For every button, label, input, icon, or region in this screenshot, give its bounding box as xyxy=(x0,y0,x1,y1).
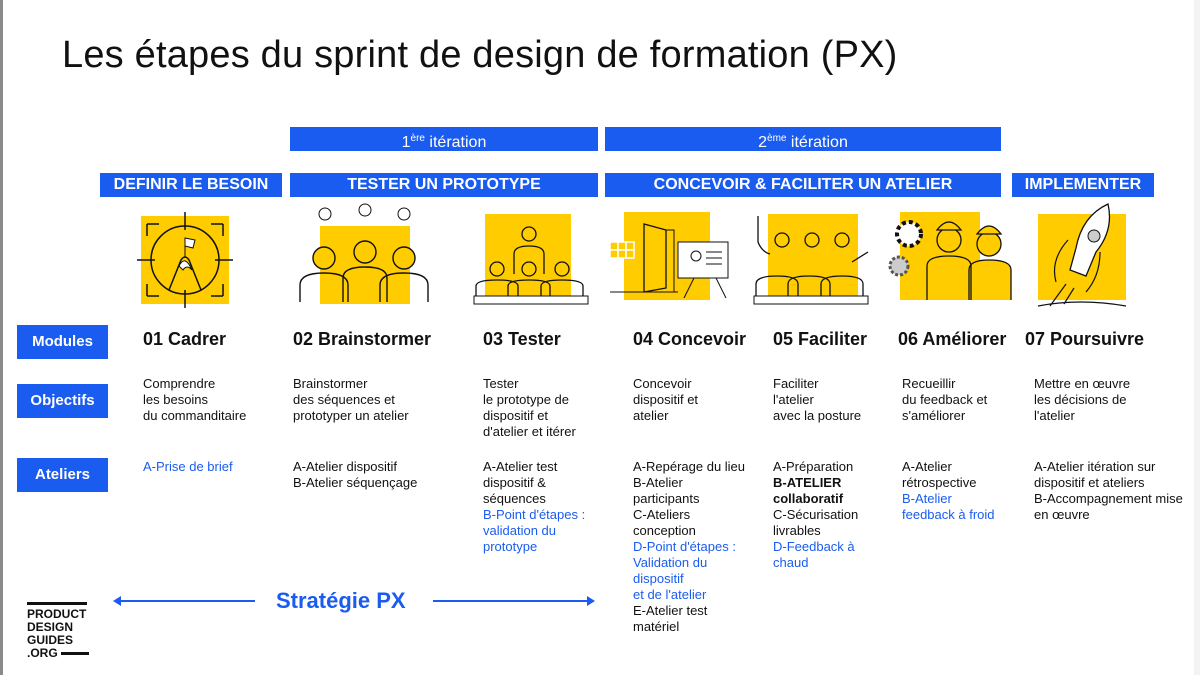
strategy-label: Stratégie PX xyxy=(276,588,406,613)
row-label-ateliers: Ateliers xyxy=(17,458,108,492)
iteration-1-banner: 1ère itération xyxy=(290,127,598,151)
module-title: 01 Cadrer xyxy=(143,329,227,349)
atelier-item: E-Atelier test matériel xyxy=(633,603,708,634)
phase-tester: TESTER UN PROTOTYPE xyxy=(290,173,598,197)
atelier-item: A-Atelier itération sur dispositif et at… xyxy=(1034,459,1183,522)
module-objectif: Concevoir dispositif et atelier xyxy=(633,376,699,423)
phase-concevoir-faciliter: CONCEVOIR & FACILITER UN ATELIER xyxy=(605,173,1001,197)
atelier-item: A-Prise de brief xyxy=(143,459,233,474)
module-ateliers: A-Atelier itération sur dispositif et at… xyxy=(1034,459,1183,523)
team-gears-icon xyxy=(888,212,1012,300)
module-objectif: Brainstormer des séquences et prototyper… xyxy=(293,376,409,423)
atelier-item: A-Atelier rétrospective xyxy=(902,459,977,490)
atelier-item: D-Feedback à chaud xyxy=(773,539,855,570)
module-objectif: Recueillir du feedback et s'améliorer xyxy=(902,376,988,423)
slide-edge xyxy=(1194,0,1200,675)
arrow-right-head xyxy=(587,596,595,606)
atelier-item: D-Point d'étapes : Validation du disposi… xyxy=(633,539,736,602)
module-objectif: Tester le prototype de dispositif et d'a… xyxy=(483,376,576,439)
module-title: 02 Brainstormer xyxy=(293,329,432,349)
arrow-left xyxy=(115,600,255,602)
module-ateliers: A-Repérage du lieu B-Atelier participant… xyxy=(633,459,745,635)
module-title: 03 Tester xyxy=(483,329,561,349)
audience-tester-icon xyxy=(473,214,589,305)
module-title: 06 Améliorer xyxy=(898,329,1007,349)
module-title: 04 Concevoir xyxy=(633,329,747,349)
phase-definir: DEFINIR LE BESOIN xyxy=(100,173,282,197)
atelier-item: A-Atelier dispositif B-Atelier séquençag… xyxy=(293,459,418,490)
rocket-icon xyxy=(1037,203,1127,307)
module-ateliers: A-Prise de brief xyxy=(143,459,233,475)
workshop-facilitation-icon xyxy=(753,214,869,305)
atelier-item: A-Préparation xyxy=(773,459,854,474)
atelier-item: B-Atelier feedback à froid xyxy=(902,491,995,522)
module-title: 05 Faciliter xyxy=(773,329,868,349)
module-objectif: Mettre en œuvre les décisions de l'ateli… xyxy=(1034,376,1131,423)
atelier-item: A-Atelier test dispositif & séquences xyxy=(483,459,558,506)
module-objectif: Faciliter l'atelier avec la posture xyxy=(773,376,862,423)
arrow-right xyxy=(433,600,589,602)
phase-implementer: IMPLEMENTER xyxy=(1012,173,1154,197)
page-title: Les étapes du sprint de design de format… xyxy=(62,34,898,76)
row-label-objectifs: Objectifs xyxy=(17,384,108,418)
module-title: 07 Poursuivre xyxy=(1025,329,1145,349)
iteration-2-banner: 2ème itération xyxy=(605,127,1001,151)
door-board-icon xyxy=(610,212,729,300)
atelier-item: B-Point d'étapes : validation du prototy… xyxy=(483,507,586,554)
module-ateliers: A-Atelier dispositif B-Atelier séquençag… xyxy=(293,459,417,491)
atelier-item: B-ATELIER collaboratif xyxy=(773,475,844,506)
target-mountain-icon xyxy=(137,212,233,308)
slide-border xyxy=(0,0,3,675)
brainstorm-people-icon xyxy=(299,203,429,304)
atelier-item: A-Repérage du lieu B-Atelier participant… xyxy=(633,459,746,538)
arrow-left-head xyxy=(113,596,121,606)
atelier-item: C-Sécurisation livrables xyxy=(773,507,859,538)
module-objectif: Comprendre les besoins du commanditaire xyxy=(143,376,247,423)
row-label-modules: Modules xyxy=(17,325,108,359)
